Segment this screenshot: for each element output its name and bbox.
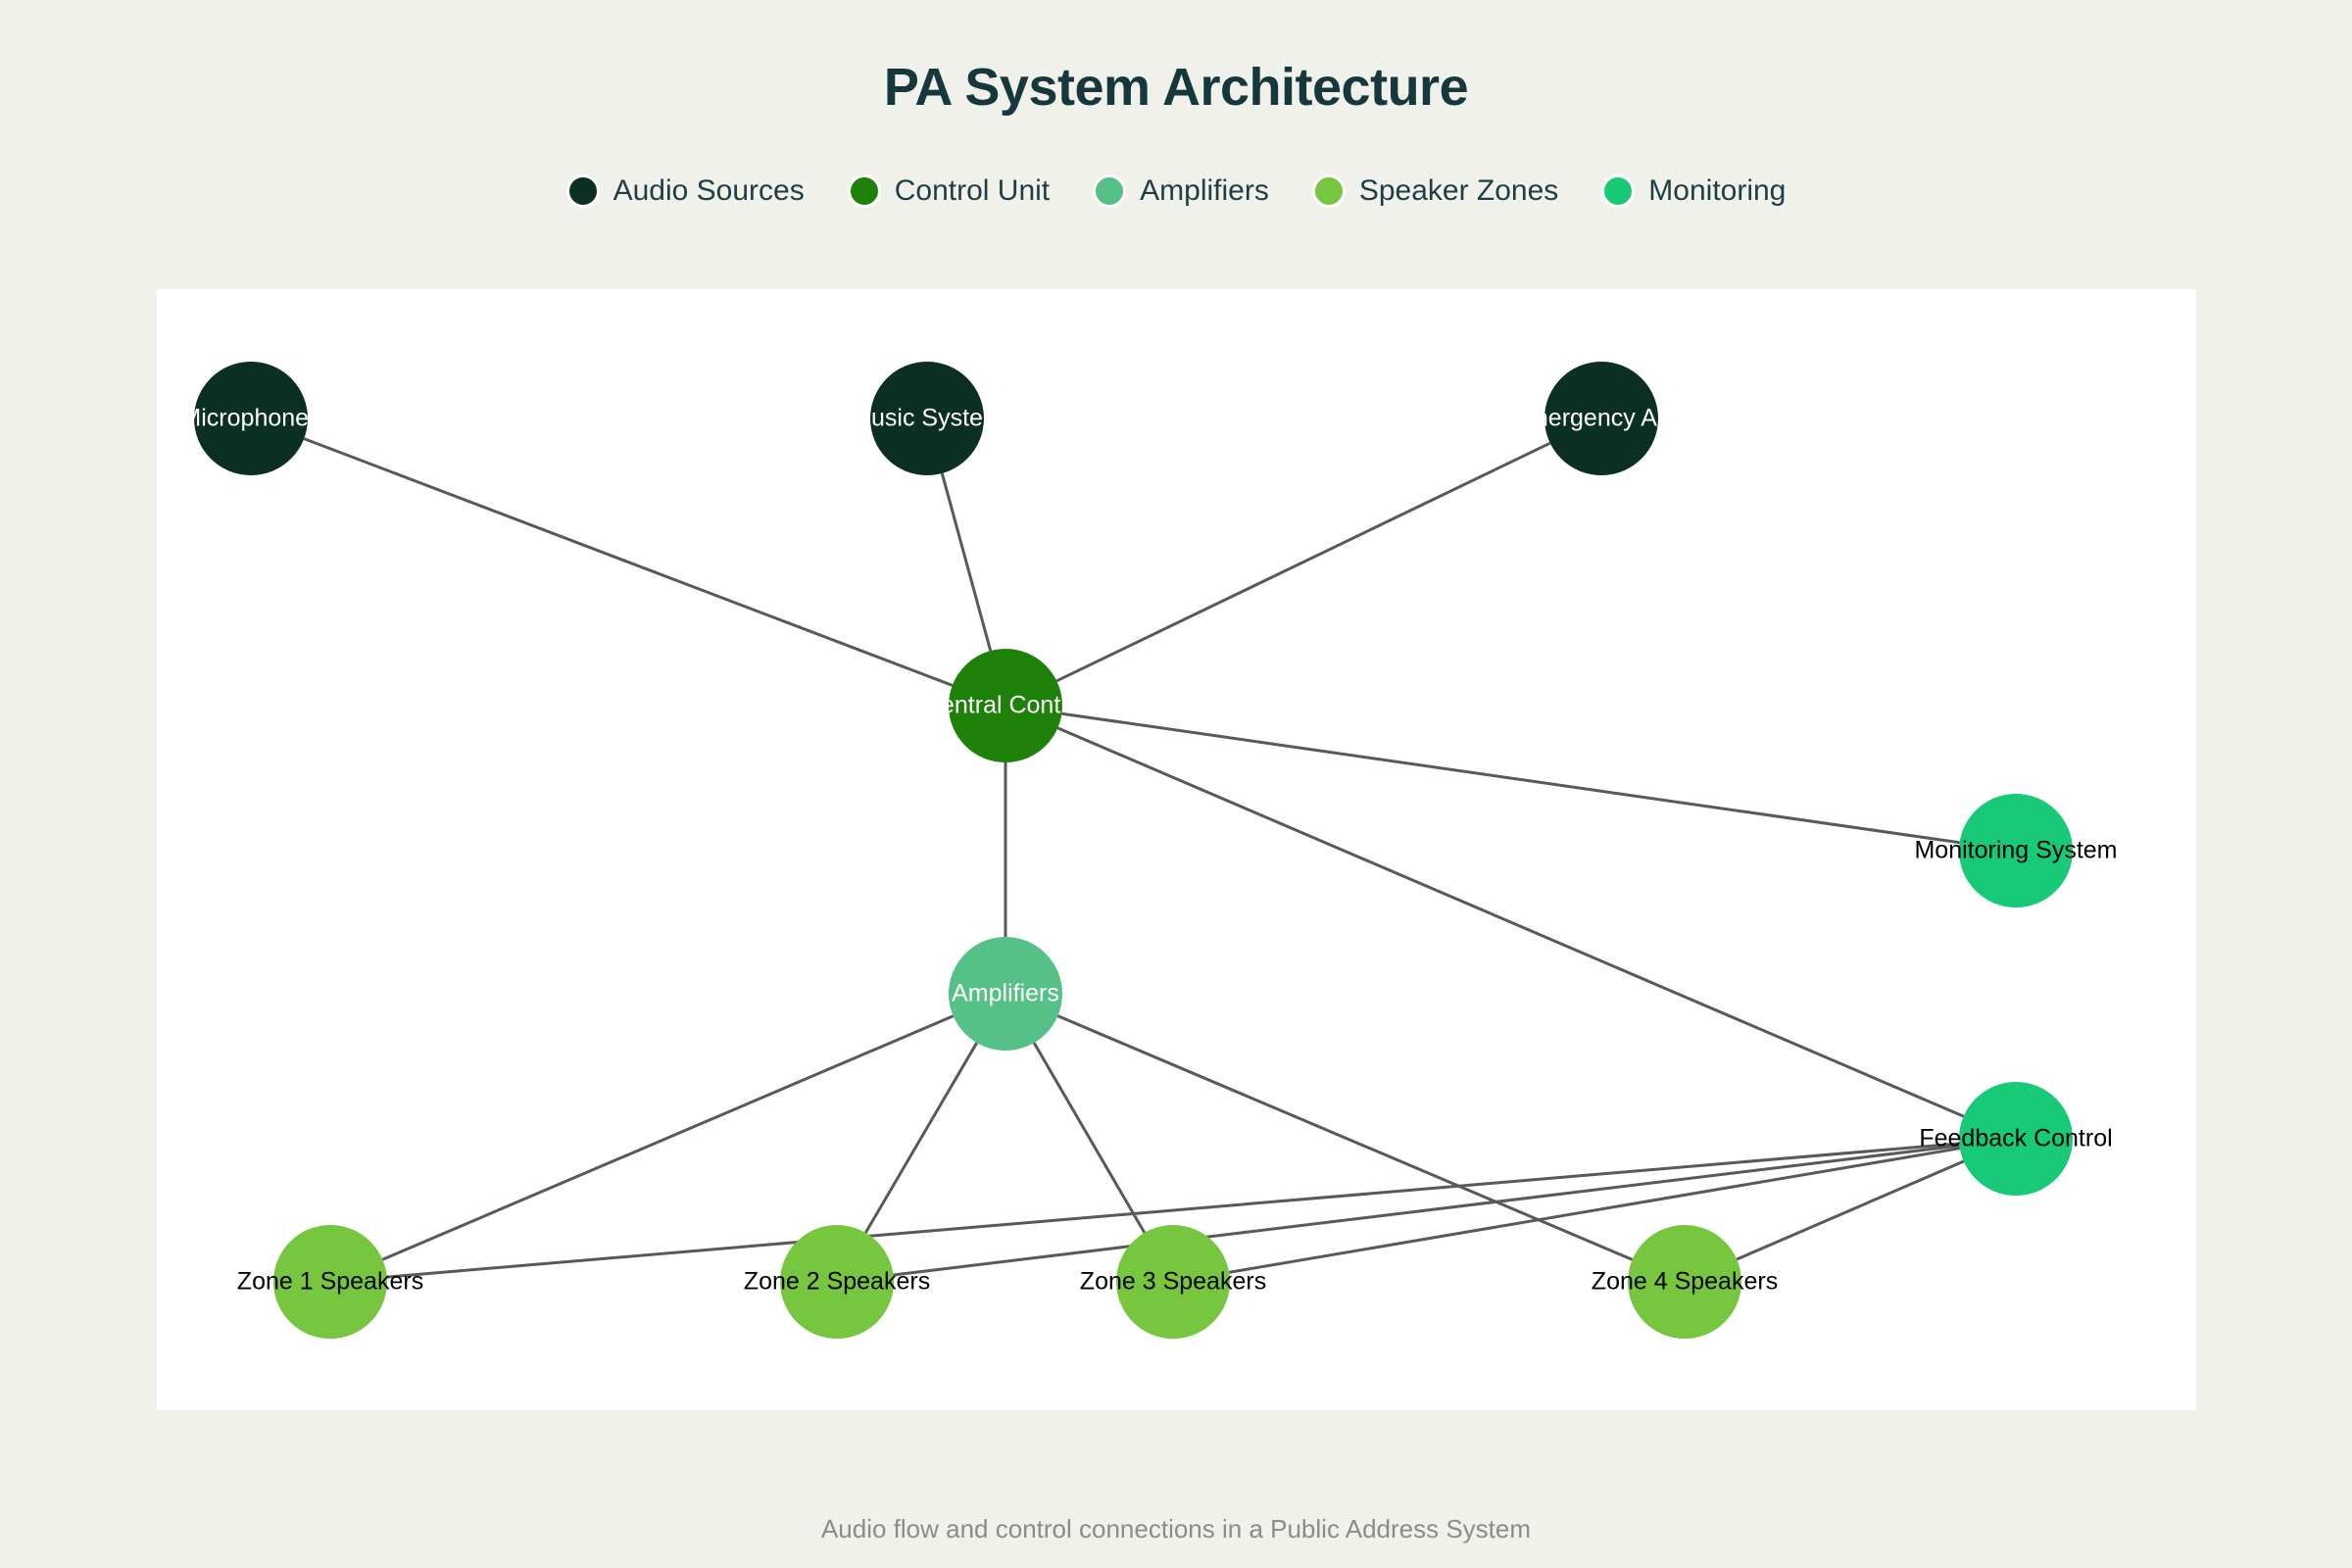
graph-node-label: Music System bbox=[870, 404, 984, 432]
legend-swatch-icon bbox=[565, 174, 600, 208]
footer-caption: Audio flow and control connections in a … bbox=[820, 1514, 1532, 1544]
graph-node-amplifiers[interactable] bbox=[949, 937, 1062, 1051]
legend-item-audio-sources[interactable]: Audio Sources bbox=[565, 174, 805, 208]
graph-edge bbox=[1736, 1159, 1965, 1261]
legend-item-label: Audio Sources bbox=[612, 174, 805, 207]
legend-item-label: Speaker Zones bbox=[1358, 174, 1559, 207]
graph-edge bbox=[863, 1042, 979, 1234]
graph-edge bbox=[940, 472, 993, 652]
graph-node-central[interactable] bbox=[949, 649, 1062, 762]
graph-node-zone3[interactable] bbox=[1116, 1225, 1230, 1339]
graph-node-label: Microphones bbox=[194, 404, 308, 432]
graph-edge bbox=[893, 1144, 1960, 1277]
legend-swatch-icon bbox=[1601, 174, 1636, 208]
graph-edge bbox=[1056, 726, 1965, 1118]
graph-node-monitoring[interactable] bbox=[1959, 794, 2073, 907]
graph-edge bbox=[1228, 1147, 1961, 1274]
legend-item-amplifiers[interactable]: Amplifiers bbox=[1093, 174, 1269, 208]
graph-node-label-clip: Music System bbox=[870, 362, 984, 475]
graph-node-zone1[interactable] bbox=[273, 1225, 387, 1339]
graph-edge bbox=[1061, 711, 1960, 845]
graph-edge bbox=[1056, 1014, 1634, 1261]
graph-node-music[interactable] bbox=[870, 362, 984, 475]
graph-canvas[interactable]: Microphones Music System Emergency AlertCe… bbox=[157, 289, 2196, 1410]
legend-item-label: Control Unit bbox=[894, 174, 1051, 207]
legend: Audio Sources Control Unit Amplifiers Speak… bbox=[0, 174, 2352, 208]
legend-item-monitoring[interactable]: Monitoring bbox=[1601, 174, 1786, 208]
graph-node-zone2[interactable] bbox=[780, 1225, 894, 1339]
graph-edge bbox=[381, 1014, 955, 1261]
graph-edge bbox=[386, 1142, 1960, 1279]
legend-item-label: Amplifiers bbox=[1140, 174, 1269, 207]
graph-node-microphones[interactable] bbox=[194, 362, 308, 475]
legend-swatch-icon bbox=[1093, 174, 1127, 208]
legend-swatch-icon bbox=[847, 174, 881, 208]
legend-swatch-icon bbox=[1311, 174, 1346, 208]
graph-node-zone4[interactable] bbox=[1628, 1225, 1741, 1339]
legend-item-label: Monitoring bbox=[1648, 174, 1787, 207]
page-title: PA System Architecture bbox=[883, 58, 1469, 117]
legend-item-speaker-zones[interactable]: Speaker Zones bbox=[1311, 174, 1559, 208]
legend-item-control-unit[interactable]: Control Unit bbox=[847, 174, 1051, 208]
graph-node-label-clip: Central Control bbox=[949, 649, 1062, 762]
graph-node-label-clip: Amplifiers bbox=[949, 937, 1062, 1051]
graph-edge-layer bbox=[303, 437, 1965, 1279]
graph-node-label-clip: Emergency Alert bbox=[1544, 362, 1658, 475]
graph-node-feedback[interactable] bbox=[1959, 1082, 2073, 1196]
graph-edge bbox=[303, 437, 954, 687]
graph-node-label: Emergency Alert bbox=[1544, 404, 1658, 432]
graph-node-label: Central Control bbox=[949, 691, 1062, 719]
graph-node-emergency[interactable] bbox=[1544, 362, 1658, 475]
graph-edge bbox=[1032, 1042, 1147, 1234]
graph-node-label: Amplifiers bbox=[952, 979, 1059, 1007]
graph-node-label-clip: Microphones bbox=[194, 362, 308, 475]
graph-edge bbox=[1055, 441, 1551, 683]
